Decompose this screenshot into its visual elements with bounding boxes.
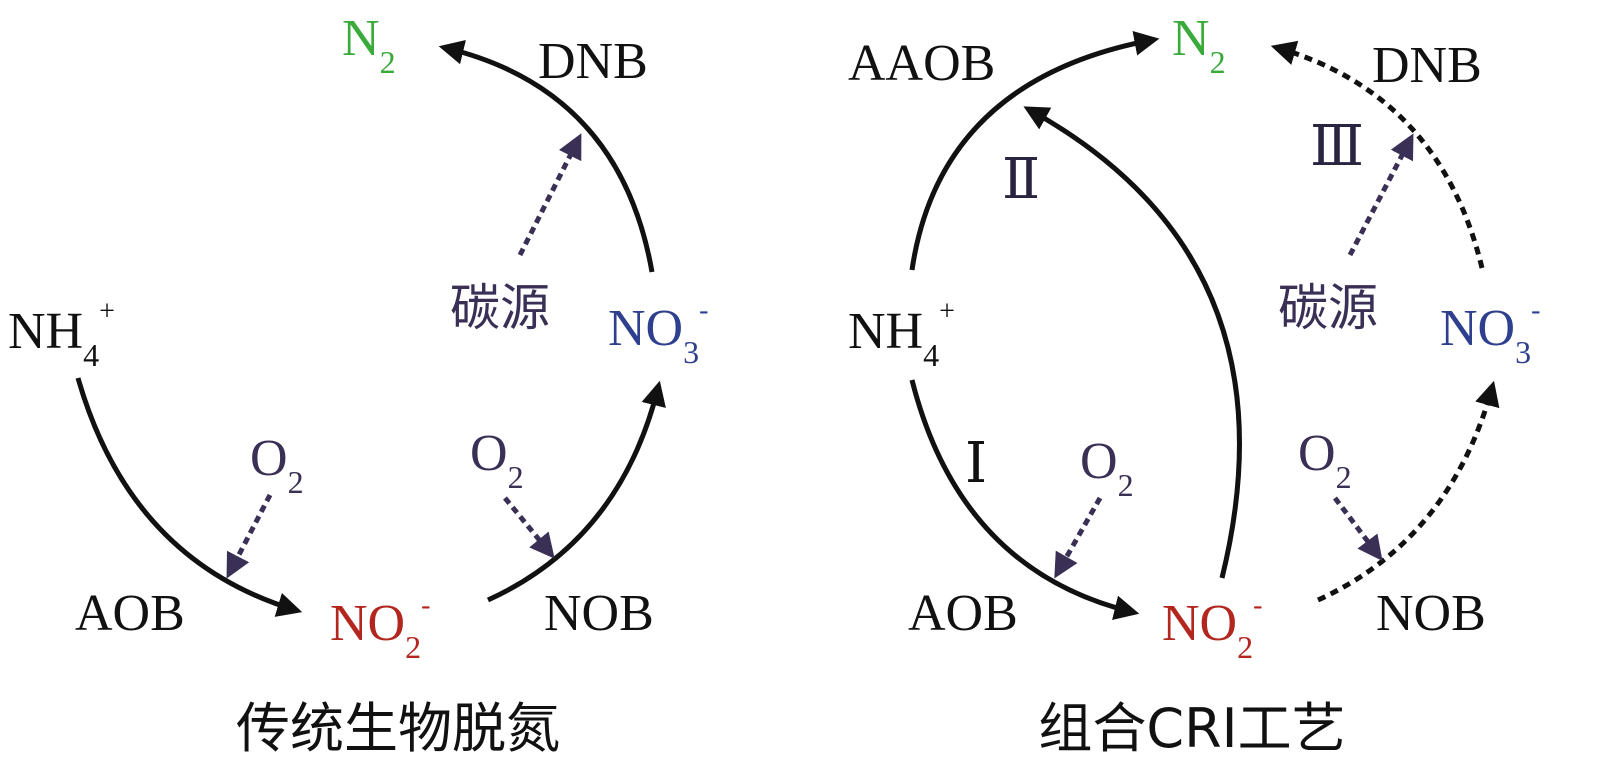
right-o2-right-label: O2 <box>1298 425 1352 495</box>
left-carbon-source-label: 碳源 <box>450 279 550 337</box>
dashed-arrow-no2-to-no3-right <box>1316 380 1500 603</box>
left-nob-label: NOB <box>544 585 654 642</box>
left-o2-left-label: O2 <box>250 430 304 500</box>
arrow-nh4-to-n2-anammox <box>909 30 1160 271</box>
right-no2-label: NO2- <box>1162 590 1262 665</box>
right-n2-label: N2 <box>1172 10 1226 80</box>
right-panel: N2 AAOB DNB Ⅱ Ⅲ Ⅰ 碳源 NO3- NH4+ O2 O2 AOB… <box>848 10 1540 760</box>
right-no3-label: NO3- <box>1440 295 1540 370</box>
arrow-no2-to-no3 <box>486 380 666 603</box>
left-n2-label: N2 <box>342 10 396 80</box>
dashed-arrow-o2-to-aob <box>226 493 273 579</box>
left-panel: N2 DNB 碳源 NO3- NH4+ O2 O2 AOB NO2- NOB 传… <box>8 10 708 760</box>
right-dnb-label: DNB <box>1372 37 1482 94</box>
left-aob-label: AOB <box>75 585 185 642</box>
arrow-no3-to-n2 <box>438 39 655 273</box>
left-no3-label: NO3- <box>608 295 708 370</box>
right-title: 组合CRI工艺 <box>1038 697 1345 760</box>
dashed-arrow-o2-to-nob-right <box>1333 496 1383 561</box>
right-o2-left-label: O2 <box>1080 433 1134 503</box>
dashed-arrow-o2-to-nob <box>503 496 555 559</box>
right-nob-label: NOB <box>1376 585 1486 642</box>
left-title: 传统生物脱氮 <box>236 697 560 760</box>
right-roman-2: Ⅱ <box>1002 149 1040 211</box>
arrow-nh4-to-no2-right <box>909 379 1140 620</box>
dashed-arrow-carbon-to-dnb-right <box>1347 133 1414 257</box>
left-dnb-label: DNB <box>538 33 648 90</box>
right-roman-3: Ⅲ <box>1310 116 1364 178</box>
right-carbon-source-label: 碳源 <box>1278 279 1378 337</box>
left-o2-right-label: O2 <box>470 425 524 495</box>
right-roman-1: Ⅰ <box>965 433 987 495</box>
arrow-nh4-to-no2 <box>75 377 303 617</box>
right-aaob-label: AAOB <box>848 35 995 92</box>
left-no2-label: NO2- <box>330 590 430 665</box>
arrow-no2-to-n2-anammox <box>1023 106 1242 579</box>
right-nh4-label: NH4+ <box>848 296 955 373</box>
left-nh4-label: NH4+ <box>8 296 115 373</box>
dashed-arrow-o2-to-aob-right <box>1054 496 1103 579</box>
dashed-arrow-no3-to-n2-right <box>1270 40 1485 269</box>
right-aob-label: AOB <box>908 585 1018 642</box>
dashed-arrow-carbon-to-dnb <box>517 133 582 257</box>
